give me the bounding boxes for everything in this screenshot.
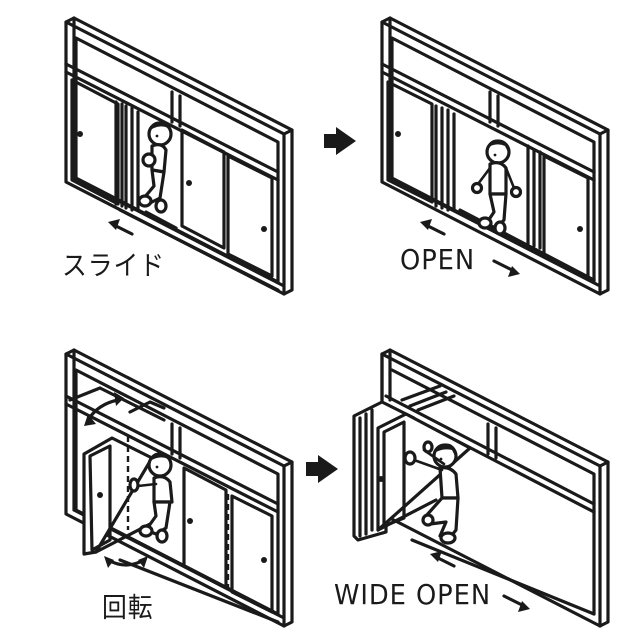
arrow-rotate-bottom bbox=[104, 556, 148, 568]
arrow-open-right bbox=[492, 259, 520, 277]
panel-rotate bbox=[64, 348, 294, 628]
panel-wide-open bbox=[352, 348, 610, 628]
arrow-wide-right bbox=[502, 594, 530, 612]
door-panel-left bbox=[386, 80, 456, 212]
person-figure bbox=[470, 139, 523, 236]
panel-slide bbox=[64, 16, 294, 296]
door-panel-right bbox=[230, 494, 274, 614]
label-slide: スライド bbox=[62, 251, 166, 282]
door-panel-center bbox=[180, 128, 226, 250]
door-frame bbox=[64, 16, 294, 296]
arrow-rotate-top bbox=[84, 392, 124, 426]
panel-open bbox=[380, 16, 610, 296]
door-panel-right bbox=[226, 154, 274, 278]
person-figure bbox=[128, 452, 174, 544]
arrow-wide-left bbox=[430, 551, 456, 568]
person-figure bbox=[137, 121, 173, 214]
right-arrow-icon bbox=[324, 127, 356, 155]
person-figure bbox=[403, 440, 460, 545]
door-panels-folded bbox=[352, 400, 472, 542]
label-wide-open: WIDE OPEN bbox=[334, 578, 492, 611]
arrow-slide-left bbox=[108, 219, 134, 236]
label-rotate: 回転 bbox=[102, 593, 154, 624]
arrow-open-left bbox=[420, 219, 446, 236]
door-panel-left bbox=[70, 78, 140, 212]
door-panel-right bbox=[526, 144, 590, 280]
door-frame bbox=[64, 348, 294, 628]
door-panel-center bbox=[182, 466, 230, 590]
label-open: OPEN bbox=[400, 243, 476, 276]
right-arrow-icon bbox=[306, 455, 338, 483]
